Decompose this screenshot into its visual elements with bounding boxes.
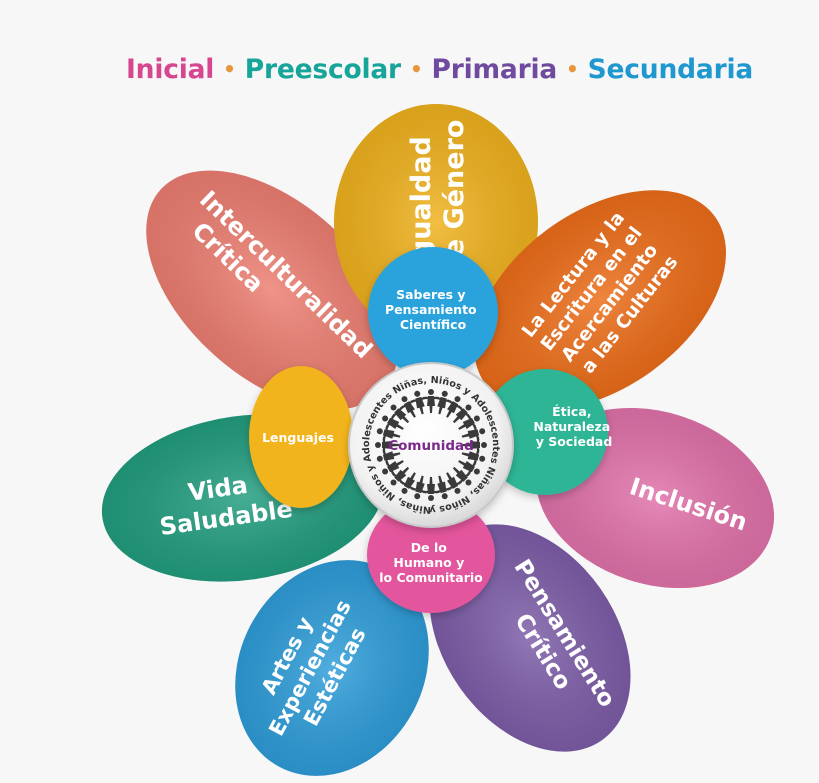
field-shape <box>368 247 498 377</box>
field-saberes <box>368 247 498 377</box>
people-ring-icon <box>375 389 487 501</box>
petal-shade <box>235 560 429 776</box>
petal-lectura-escritura <box>474 190 726 410</box>
field-label-saberes: Saberes y Pensamiento Científico <box>385 287 481 332</box>
center-label: Comunidad <box>388 438 474 454</box>
level-preescolar: Preescolar <box>244 53 401 85</box>
level-inicial: Inicial <box>126 53 215 85</box>
person-figure-icon <box>435 475 452 500</box>
petal-shade <box>474 190 726 410</box>
level-separator: • <box>409 57 423 81</box>
field-label-lenguajes: Lenguajes <box>262 430 334 445</box>
level-primaria: Primaria <box>431 53 558 85</box>
level-separator: • <box>223 57 236 81</box>
field-shape <box>367 497 495 613</box>
field-etica <box>482 369 608 495</box>
field-label-humano: De lo Humano y lo Comunitario <box>379 540 483 585</box>
field-humano <box>367 497 495 613</box>
center-disc <box>348 362 514 528</box>
field-shape <box>482 369 608 495</box>
field-lenguajes <box>249 366 353 508</box>
petal-artes-experiencias <box>235 560 429 776</box>
person-figure-icon <box>461 424 486 441</box>
level-separator: • <box>566 57 579 81</box>
education-levels: Inicial • Preescolar • Primaria • Secund… <box>126 48 819 90</box>
field-label-etica: Ética, Naturaleza y Sociedad <box>533 404 614 449</box>
field-shape <box>249 366 353 508</box>
person-figure-icon <box>400 396 416 418</box>
petal-label-igualdad: Igualdad de Género <box>406 120 470 277</box>
level-secundaria: Secundaria <box>587 53 754 85</box>
